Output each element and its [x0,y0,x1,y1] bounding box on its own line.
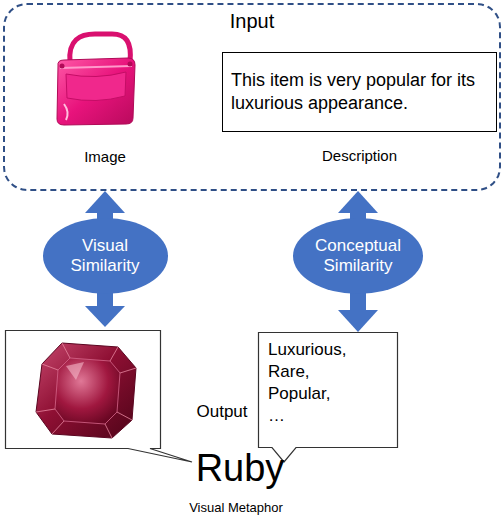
bag-picture [57,34,135,125]
metaphor-word: Ruby [196,447,285,490]
bag-highlight [64,104,68,120]
image-caption: Image [84,148,126,165]
description-text: This item is very popular for its luxuri… [231,69,488,116]
arrow-head [85,306,125,327]
bag-ring [128,62,133,67]
ellipse-fill [293,218,423,294]
bubble-outline [259,333,398,463]
speech-bubble: Luxurious, Rare, Popular, … [258,332,398,448]
similarity-ellipse: Conceptual Similarity [293,218,423,294]
speech-bubble [6,331,193,463]
ruby-outline [36,343,136,438]
ellipse-label: Conceptual Similarity [308,236,408,277]
bag-ring [60,64,65,69]
region-title: Input [5,5,499,33]
bag-zipper [60,66,132,68]
bag-body [57,58,135,125]
input-region: InputThis item is very popular for its l… [3,3,501,191]
similarity-ellipse: Visual Similarity [43,218,168,294]
figure-caption: Visual Metaphor [189,500,283,515]
output-label: Output [196,402,247,422]
ellipse-label: Visual Similarity [57,236,153,277]
ruby-glint [66,362,84,380]
concept-list: Luxurious, Rare, Popular, … [268,339,348,427]
ruby-picture [36,343,136,438]
ruby-table [55,358,120,424]
description-caption: Description [223,147,496,165]
ruby-facets [36,343,136,438]
description-box: This item is very popular for its luxuri… [222,52,497,132]
bag-pocket [66,72,126,101]
ellipse-fill [43,218,168,294]
